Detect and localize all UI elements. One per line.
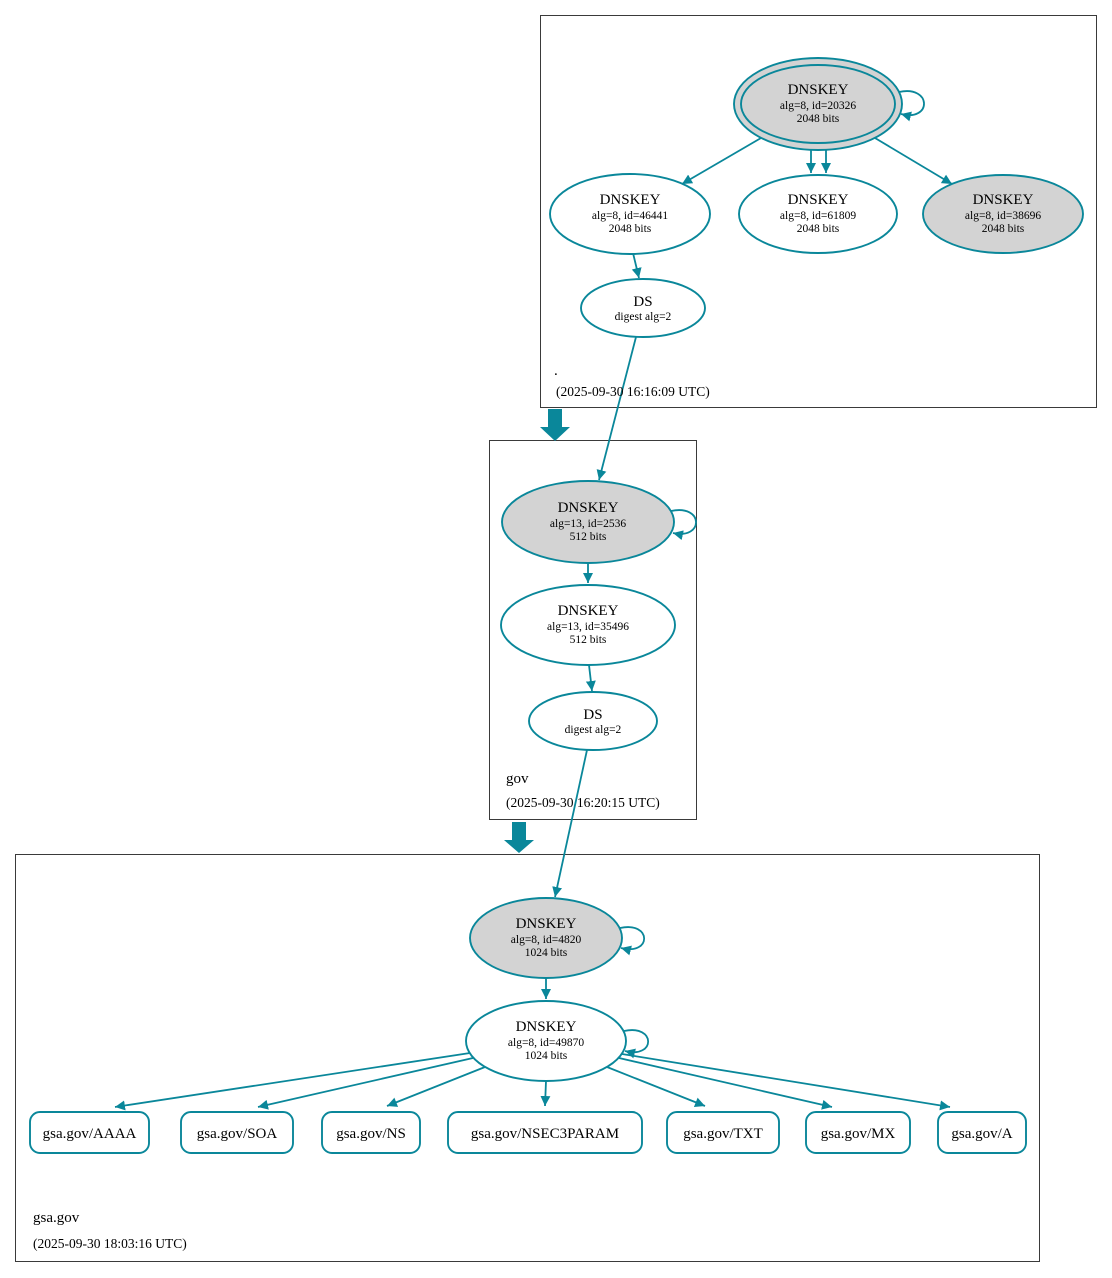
gov-ksk-title: DNSKEY [558, 500, 619, 516]
root-zsk61809-detail: alg=8, id=61809 [780, 210, 856, 222]
root-zsk38696-detail: alg=8, id=38696 [965, 210, 1041, 222]
edge-root-ds-to-gov-ksk [596, 336, 637, 481]
root-ds-node: DS digest alg=2 [580, 278, 706, 338]
gov-ksk-detail: alg=13, id=2536 [550, 518, 626, 530]
edge-gsa-zsk-to-txt [606, 1066, 706, 1107]
gsa-zone-label: gsa.gov [33, 1210, 80, 1226]
gsa-ksk-bits: 1024 bits [525, 947, 568, 959]
rrset-gsa-gov-ns: gsa.gov/NS [321, 1111, 421, 1154]
root-zsk61809-dnskey-node: DNSKEY alg=8, id=61809 2048 bits [738, 174, 898, 254]
edge-root-ksk-to-zsk38696 [874, 137, 953, 185]
rrset-gsa-gov-nsec3param: gsa.gov/NSEC3PARAM [447, 1111, 643, 1154]
root-ksk-bits: 2048 bits [797, 113, 840, 125]
edge-gov-zsk-to-ds [585, 664, 596, 692]
rrset-gsa-gov-nsec3param-label: gsa.gov/NSEC3PARAM [471, 1126, 619, 1142]
root-zsk61809-bits: 2048 bits [797, 223, 840, 235]
edge-gsa-zsk-to-nsec3param [540, 1080, 551, 1107]
edge-gsa-zsk-to-a [621, 1053, 951, 1111]
gsa-ksk-detail: alg=8, id=4820 [511, 934, 582, 946]
root-zsk61809-title: DNSKEY [788, 192, 849, 208]
rrset-gsa-gov-txt-label: gsa.gov/TXT [683, 1126, 763, 1142]
edge-gov-ds-to-gsa-ksk [552, 749, 588, 898]
gov-zone-label: gov [506, 771, 529, 787]
edge-root-ksk-selfloop [898, 90, 925, 122]
edge-root-zsk46441-to-ds [631, 252, 642, 279]
gsa-zsk-dnskey-node: DNSKEY alg=8, id=49870 1024 bits [465, 1000, 627, 1082]
edge-gsa-zsk-to-aaaa [114, 1052, 471, 1111]
gov-ds-node: DS digest alg=2 [528, 691, 658, 751]
gov-ksk-dnskey-node: DNSKEY alg=13, id=2536 512 bits [501, 480, 675, 564]
root-zone-label: . [554, 363, 558, 379]
gsa-ksk-title: DNSKEY [516, 916, 577, 932]
gov-ds-title: DS [583, 707, 602, 723]
rrset-gsa-gov-mx-label: gsa.gov/MX [821, 1126, 896, 1142]
root-zone-box [540, 15, 1097, 408]
root-zone-timestamp: (2025-09-30 16:16:09 UTC) [556, 384, 710, 399]
edge-gsa-zsk-to-mx [618, 1057, 833, 1110]
rrset-gsa-gov-aaaa: gsa.gov/AAAA [29, 1111, 150, 1154]
rrset-gsa-gov-a: gsa.gov/A [937, 1111, 1027, 1154]
edge-gsa-zsk-to-soa [257, 1057, 474, 1110]
rrset-gsa-gov-mx: gsa.gov/MX [805, 1111, 911, 1154]
root-ds-title: DS [633, 294, 652, 310]
gov-zone-timestamp: (2025-09-30 16:20:15 UTC) [506, 795, 660, 810]
edge-gov-ksk-selfloop [670, 509, 697, 541]
gov-zsk-bits: 512 bits [570, 634, 607, 646]
root-ksk-title: DNSKEY [788, 82, 849, 98]
edge-gsa-zsk-to-ns [386, 1066, 486, 1107]
gov-zone-box [489, 440, 697, 820]
rrset-gsa-gov-a-label: gsa.gov/A [951, 1126, 1012, 1142]
gov-zsk-detail: alg=13, id=35496 [547, 621, 629, 633]
edge-gsa-ksk-selfloop [619, 926, 646, 956]
gsa-zsk-bits: 1024 bits [525, 1050, 568, 1062]
gsa-zone-timestamp: (2025-09-30 18:03:16 UTC) [33, 1236, 187, 1251]
edge-root-ksk-to-zsk46441 [681, 137, 762, 185]
rrset-gsa-gov-soa: gsa.gov/SOA [180, 1111, 294, 1154]
gov-ksk-bits: 512 bits [570, 531, 607, 543]
root-zsk38696-bits: 2048 bits [982, 223, 1025, 235]
gov-zsk-dnskey-node: DNSKEY alg=13, id=35496 512 bits [500, 584, 676, 666]
rrset-gsa-gov-txt: gsa.gov/TXT [666, 1111, 780, 1154]
gov-ds-detail: digest alg=2 [565, 724, 622, 736]
root-zsk38696-title: DNSKEY [973, 192, 1034, 208]
rrset-gsa-gov-soa-label: gsa.gov/SOA [197, 1126, 278, 1142]
delegation-arrow-gov-to-gsa [504, 822, 534, 853]
gsa-zsk-detail: alg=8, id=49870 [508, 1037, 584, 1049]
edge-gsa-zsk-selfloop [623, 1029, 650, 1059]
gsa-zsk-title: DNSKEY [516, 1019, 577, 1035]
gsa-ksk-dnskey-node: DNSKEY alg=8, id=4820 1024 bits [469, 897, 623, 979]
rrset-gsa-gov-aaaa-label: gsa.gov/AAAA [43, 1126, 137, 1142]
gsa-zone-box [15, 854, 1040, 1262]
gov-zsk-title: DNSKEY [558, 603, 619, 619]
root-ksk-detail: alg=8, id=20326 [780, 100, 856, 112]
root-zsk46441-title: DNSKEY [600, 192, 661, 208]
root-zsk46441-bits: 2048 bits [609, 223, 652, 235]
root-zsk46441-detail: alg=8, id=46441 [592, 210, 668, 222]
root-zsk46441-dnskey-node: DNSKEY alg=8, id=46441 2048 bits [549, 173, 711, 255]
root-ksk-dnskey-node: DNSKEY alg=8, id=20326 2048 bits [733, 57, 903, 151]
rrset-gsa-gov-ns-label: gsa.gov/NS [336, 1126, 406, 1142]
root-ds-detail: digest alg=2 [615, 311, 672, 323]
delegation-arrow-root-to-gov [540, 409, 570, 441]
root-zsk38696-dnskey-node: DNSKEY alg=8, id=38696 2048 bits [922, 174, 1084, 254]
